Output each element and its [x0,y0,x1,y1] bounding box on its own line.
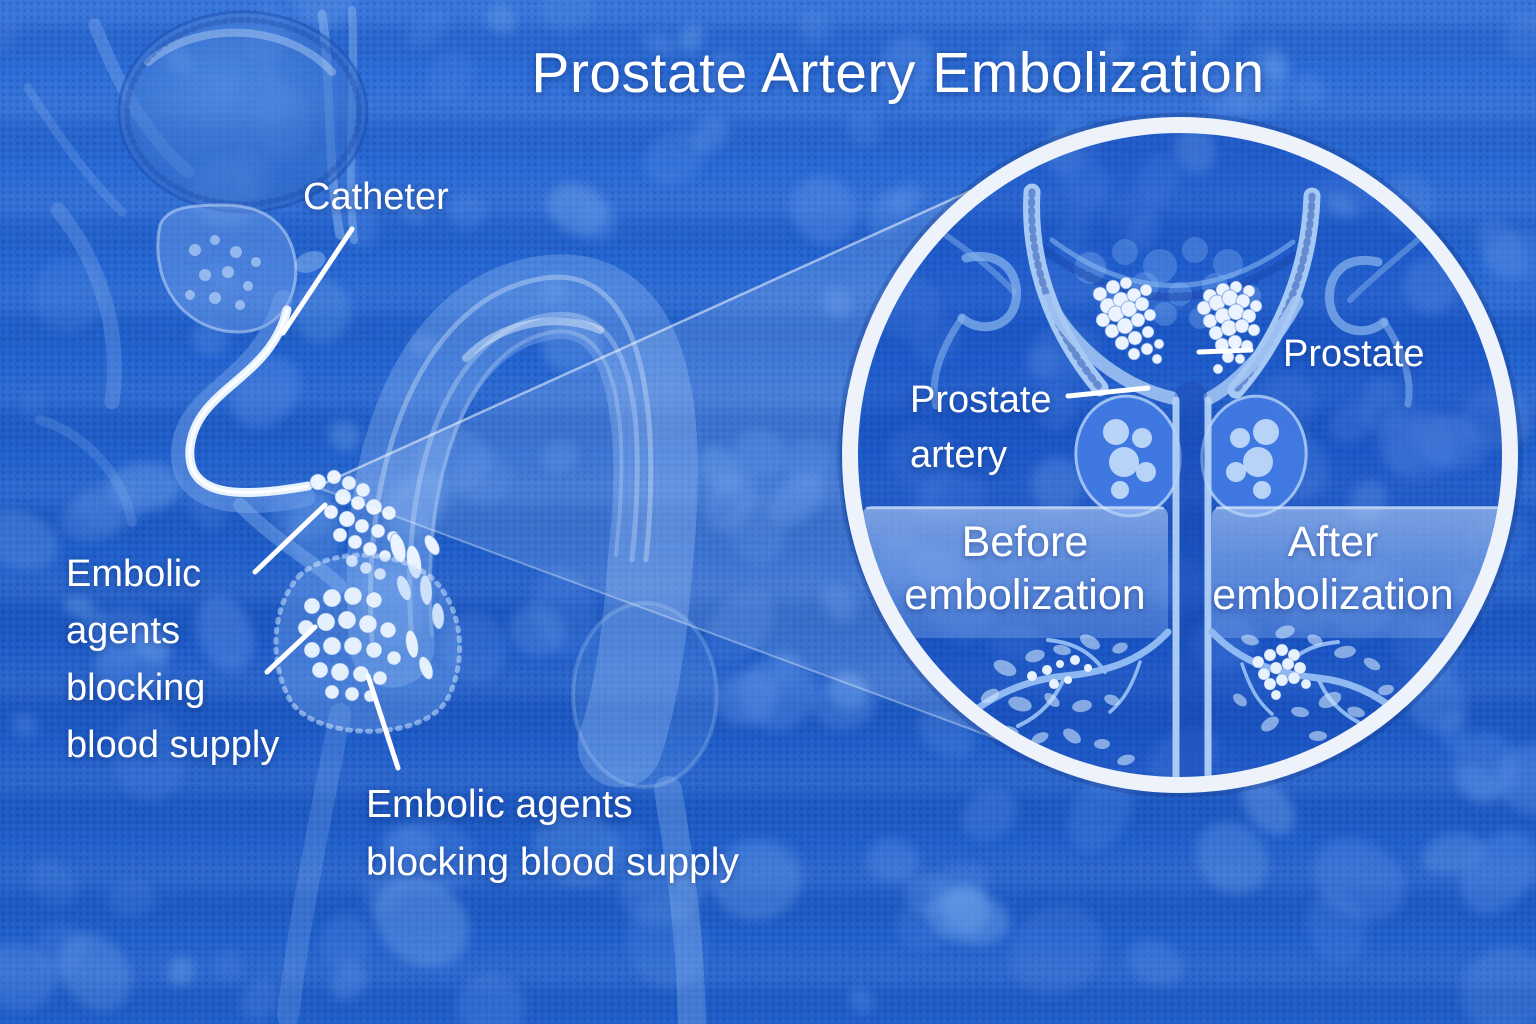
embolized-cluster [1251,643,1312,701]
pelvic-anatomy-sketch [23,6,719,1024]
pointer-lines [252,226,1254,771]
label-catheter: Catheter [303,176,449,218]
magnifier-lens-content [858,133,1502,777]
label-line: embolization [1212,571,1454,619]
label-line: blood supply [66,724,280,766]
embolic-agent-spray [309,469,445,630]
lens-prostate-lobes [1074,394,1308,518]
prostate-gland-illustration [156,203,326,334]
page-title: Prostate Artery Embolization [531,41,1265,105]
embolic-agent-sac [273,552,463,734]
label-line: Embolic agents [366,783,633,826]
label-embolic-agents-left: Embolic agents blocking blood supply [66,546,279,774]
label-line: agents [66,610,181,652]
lens-embolic-bead-clusters [1092,276,1263,375]
before-after-band [862,506,1502,638]
label-line: Embolic [66,553,202,595]
embolic-left-pointer-line-upper [252,502,328,575]
label-line: Prostate [910,379,1052,421]
embolic-bottom-pointer-line [365,673,401,771]
embolic-left-pointer-line-lower [264,624,318,675]
label-before-embolization: Before embolization [884,516,1166,622]
catheter-pointer-line [280,226,355,336]
label-line: After [1287,518,1379,566]
label-prostate: Prostate [1283,333,1425,375]
catheter-tube [170,290,347,593]
lens-vessels-before [951,628,1172,766]
label-prostate-artery: Prostate artery [910,373,1052,483]
magnifier-ring [837,112,1523,798]
prostate-dash [1196,347,1254,355]
scrotum-outline [571,601,719,789]
label-after-embolization: After embolization [1192,516,1474,622]
label-line: embolization [904,571,1146,619]
bladder-illustration [117,10,369,214]
label-line: Before [961,518,1089,566]
label-line: blocking blood supply [366,841,739,884]
label-line: artery [910,434,1008,476]
bowel-shaft-arch [346,254,698,788]
label-line: blocking [66,667,206,709]
lens-urethra [1172,381,1212,777]
prostate-artery-dash [1065,385,1151,399]
label-embolic-agents-bottom: Embolic agents blocking blood supply [366,776,739,892]
